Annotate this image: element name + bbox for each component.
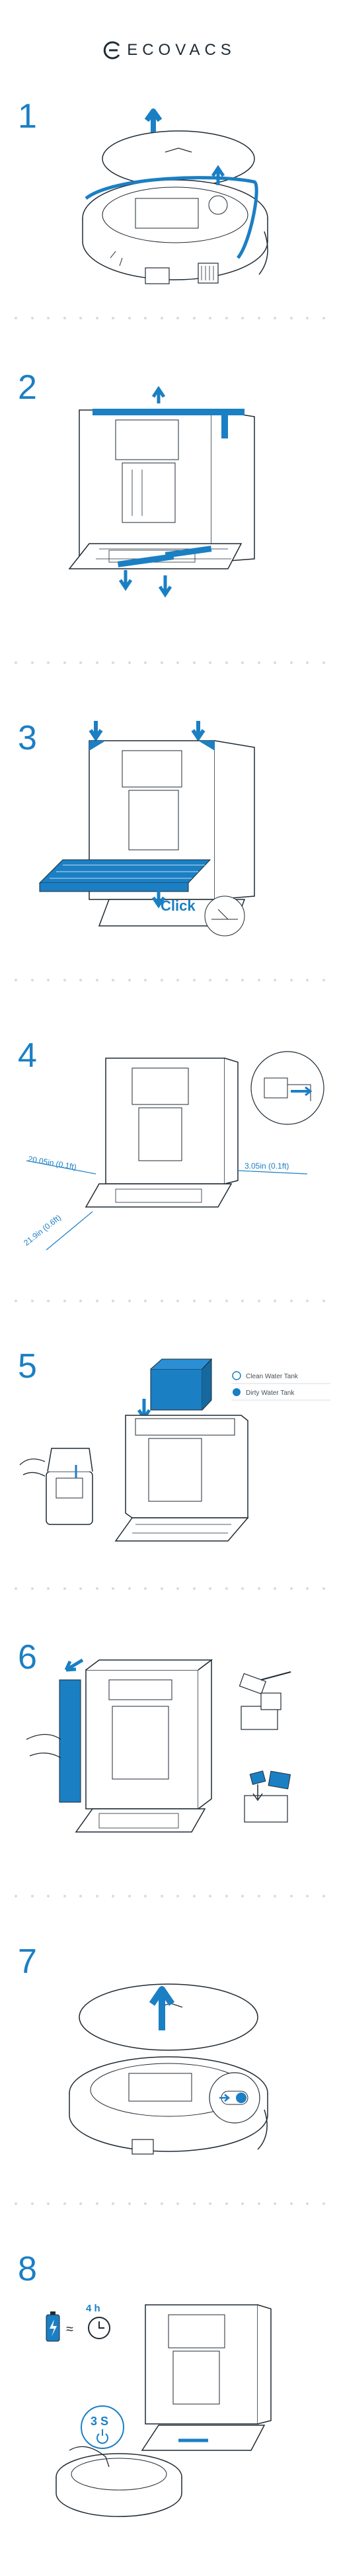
click-text: Click [161,897,196,914]
step-5: 5 Clean Water Tank Dirty Water Tank [0,1349,339,1567]
arrow-up-icon [211,165,225,185]
install-ramp-illustration [38,721,255,936]
duration-label: 4 h [86,2303,100,2314]
water-tank-illustration: Clean Water Tank Dirty Water Tank [19,1358,330,1542]
arrow-down-icon [118,570,133,591]
charging-illustration: ≈ 4 h 3 S [46,2303,272,2517]
dust-bag-illustration [26,1658,291,1833]
power-on-robot-illustration [69,1983,268,2155]
clean-water-icon [232,1371,241,1380]
placement-clearance-illustration [26,1051,324,1251]
dimension-front-label: 21.9in (0.6ft) [22,1213,63,1248]
dimension-left-label: 20.05in (0.1ft) [27,1154,77,1172]
step-number: 4 [18,1036,37,1075]
step-number: 7 [18,1942,37,1981]
arrow-down-icon [89,721,103,742]
arrow-left-icon [64,1658,84,1672]
approx-symbol: ≈ [66,2322,73,2337]
step-8: 8 ≈ 4 h 3 S [0,2252,339,2569]
step-number: 8 [18,2250,37,2288]
step-7: 7 [0,1944,339,2182]
arrow-up-icon [151,386,166,403]
power-switch-icon [236,2093,246,2103]
remove-lid-illustration [82,108,268,284]
ecovacs-e-icon [104,41,120,60]
step-divider [15,661,325,665]
press-time-label: 3 S [91,2415,108,2428]
brand-logo-text: ECOVACS [127,41,236,59]
arrow-up-icon [149,1986,175,2030]
power-button-icon [81,2405,124,2449]
brand-logo: ECOVACS [0,37,339,63]
arrow-up-icon [144,108,163,132]
step-1: 1 [0,99,339,298]
step-number: 5 [18,1347,37,1386]
step-6: 6 [0,1640,339,1865]
station-unpack-illustration [68,386,255,598]
step-divider [15,317,325,321]
arrow-down-icon [158,575,172,598]
step-divider [15,1300,325,1304]
step-number: 6 [18,1638,37,1677]
clock-icon [88,2317,110,2339]
step-4: 4 20.05in (0.1ft) 3.05in (0.1ft) 21.9in … [0,1038,339,1263]
step-divider [15,1895,325,1899]
click-label: Click [161,897,196,914]
arrow-down-icon [151,886,166,909]
step-3: 3 Click [0,721,339,946]
step-divider [15,2202,325,2206]
step-number: 2 [18,368,37,407]
legend-dirty-label: Dirty Water Tank [246,1390,295,1397]
step-number: 3 [18,719,37,757]
step-2: 2 [0,370,339,622]
svg-text:3.05in (0.1ft): 3.05in (0.1ft) [245,1161,289,1171]
legend-clean-label: Clean Water Tank [246,1373,299,1380]
dirty-water-icon [233,1388,241,1396]
step-number: 1 [18,97,37,136]
arrow-down-icon [191,721,206,742]
step-divider [15,1587,325,1591]
dimension-right-label: 3.05in (0.1ft) [245,1161,289,1171]
step-divider [15,979,325,983]
